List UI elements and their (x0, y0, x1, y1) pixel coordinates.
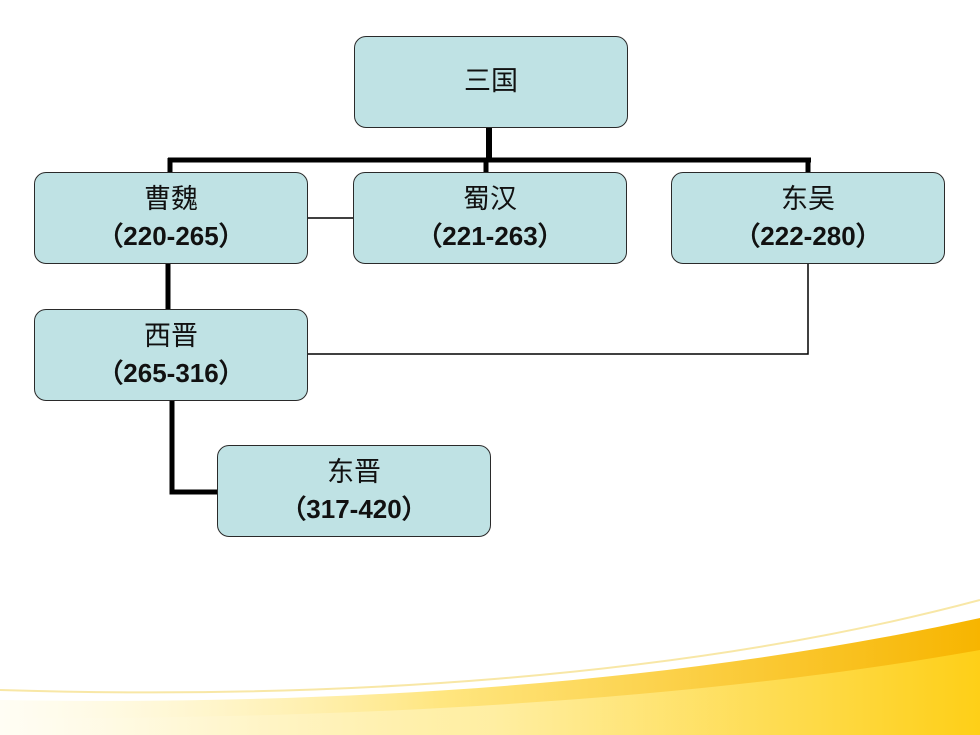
node-dongwu-years: （222-280） (734, 221, 882, 251)
decorative-swoosh (0, 599, 980, 735)
node-xijin-years: （265-316） (97, 358, 245, 388)
node-xijin-name: 西晋 (144, 321, 198, 352)
connector-dongwu-xijin (308, 264, 809, 355)
node-xijin: 西晋 （265-316） (34, 309, 308, 401)
node-dongwu: 东吴 （222-280） (671, 172, 945, 264)
node-sanguo: 三国 (354, 36, 628, 128)
node-shuhan: 蜀汉 （221-263） (353, 172, 627, 264)
node-caowei-name: 曹魏 (144, 184, 198, 215)
connector-lines (165, 128, 811, 495)
node-shuhan-name: 蜀汉 (463, 184, 517, 215)
node-dongwu-name: 东吴 (781, 184, 835, 215)
node-shuhan-years: （221-263） (416, 221, 564, 251)
node-dongjin: 东晋 （317-420） (217, 445, 491, 537)
node-dongjin-name: 东晋 (327, 457, 381, 488)
node-dongjin-years: （317-420） (280, 494, 428, 524)
node-caowei: 曹魏 （220-265） (34, 172, 308, 264)
node-caowei-years: （220-265） (97, 221, 245, 251)
connector-xijin-dongjin (169, 401, 217, 495)
node-sanguo-name: 三国 (464, 66, 518, 97)
